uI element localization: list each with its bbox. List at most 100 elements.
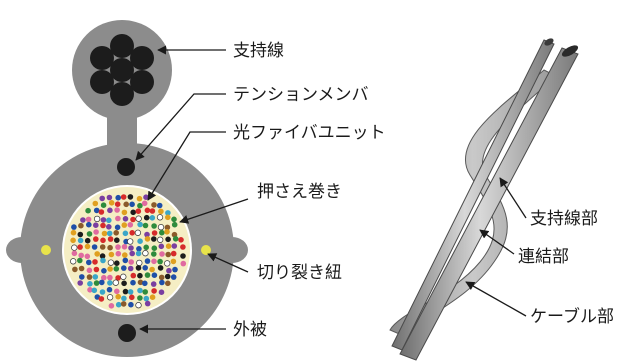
fiber-dot — [171, 221, 178, 228]
fiber-dot — [122, 230, 129, 237]
fiber-dot — [164, 273, 171, 280]
fiber-dot — [115, 194, 121, 201]
fiber-dot — [106, 194, 113, 201]
fiber-dot — [171, 243, 178, 249]
fiber-dot — [114, 237, 120, 243]
fiber-dot — [114, 288, 120, 295]
fiber-dot — [92, 274, 99, 280]
fiber-dot — [165, 214, 171, 221]
fiber-dot — [180, 244, 186, 250]
rip-cord-left — [41, 245, 51, 255]
fiber-dot — [94, 251, 100, 257]
fiber-dot — [170, 258, 177, 265]
cable-tube-end — [561, 45, 579, 57]
fiber-dot — [151, 251, 157, 257]
fiber-dot — [99, 289, 106, 295]
fiber-dot — [144, 300, 151, 307]
fiber-dot — [165, 236, 171, 243]
side-view-callouts — [465, 177, 527, 317]
fiber-dot — [142, 280, 148, 287]
fiber-dot — [151, 236, 157, 242]
fiber-dot — [121, 244, 128, 250]
fiber-dot — [144, 231, 150, 238]
fiber-dot — [122, 252, 128, 258]
fiber-dot — [120, 273, 127, 280]
cross-section-callouts — [135, 45, 249, 334]
fiber-dot — [166, 267, 172, 274]
fiber-dot — [127, 265, 134, 272]
fiber-dot — [100, 217, 107, 223]
fiber-dot — [84, 253, 91, 260]
fiber-dot — [70, 229, 77, 236]
fiber-dot — [93, 236, 99, 242]
fiber-dot — [142, 250, 149, 257]
fiber-dot — [157, 224, 165, 231]
fiber-units — [70, 194, 187, 309]
fiber-dot — [128, 301, 134, 308]
label-sheath: 外被 — [233, 320, 267, 340]
fiber-dot — [100, 257, 106, 264]
fiber-dot — [100, 202, 107, 208]
fiber-dot — [80, 217, 86, 223]
fiber-dot — [86, 221, 92, 228]
fiber-dot — [108, 251, 115, 258]
fiber-dot — [122, 216, 129, 222]
fiber-dot — [107, 259, 115, 266]
fiber-dot — [156, 202, 163, 209]
fiber-dot — [170, 274, 177, 280]
fiber-dot — [135, 302, 142, 309]
fiber-dot — [137, 295, 143, 301]
fiber-dot — [165, 280, 171, 287]
fiber-dot — [70, 258, 77, 265]
fiber-dot — [129, 201, 135, 208]
fiber-dot — [149, 294, 156, 301]
fiber-dot — [86, 267, 93, 274]
fiber-dot — [151, 223, 157, 229]
fiber-dot — [137, 202, 143, 209]
fiber-dot — [115, 250, 122, 257]
fiber-dot — [151, 202, 157, 208]
fiber-dot — [77, 257, 83, 264]
cross-section — [6, 20, 248, 357]
fiber-dot — [93, 266, 100, 273]
fiber-dot — [99, 195, 105, 202]
fiber-dot — [93, 215, 101, 223]
fiber-dot — [100, 222, 106, 229]
fiber-dot — [79, 274, 85, 280]
fiber-dot — [100, 237, 106, 244]
fiber-dot — [121, 280, 127, 287]
fiber-dot — [113, 230, 119, 236]
fiber-dot — [71, 250, 78, 257]
messenger-wire — [90, 34, 154, 106]
fiber-dot — [107, 236, 114, 242]
fiber-dot — [180, 260, 187, 267]
fiber-dot — [115, 215, 121, 222]
fiber-dot — [106, 230, 113, 237]
fiber-dot — [159, 229, 165, 236]
fiber-dot — [144, 207, 151, 214]
fiber-dot — [178, 237, 184, 243]
fiber-dot — [149, 215, 156, 221]
fiber-dot — [141, 200, 148, 207]
fiber-dot — [165, 251, 171, 258]
fiber-dot — [159, 279, 165, 286]
fiber-dot — [158, 243, 165, 250]
fiber-dot — [142, 222, 149, 229]
fiber-dot — [85, 216, 92, 223]
fiber-dot — [122, 257, 129, 264]
messenger-tube-end — [544, 38, 554, 46]
label-connecting-part: 連結部 — [518, 247, 569, 267]
tension-member-bottom — [118, 324, 136, 342]
fiber-dot — [165, 210, 171, 216]
fiber-dot — [93, 222, 99, 228]
fiber-dot — [136, 259, 143, 267]
fiber-dot — [143, 194, 149, 200]
fiber-dot — [127, 238, 134, 245]
fiber-dot — [93, 207, 100, 214]
fiber-dot — [172, 266, 178, 273]
fiber-dot — [127, 289, 134, 295]
fiber-dot — [108, 303, 115, 309]
fiber-dot — [137, 272, 143, 279]
fiber-dot — [135, 250, 142, 257]
